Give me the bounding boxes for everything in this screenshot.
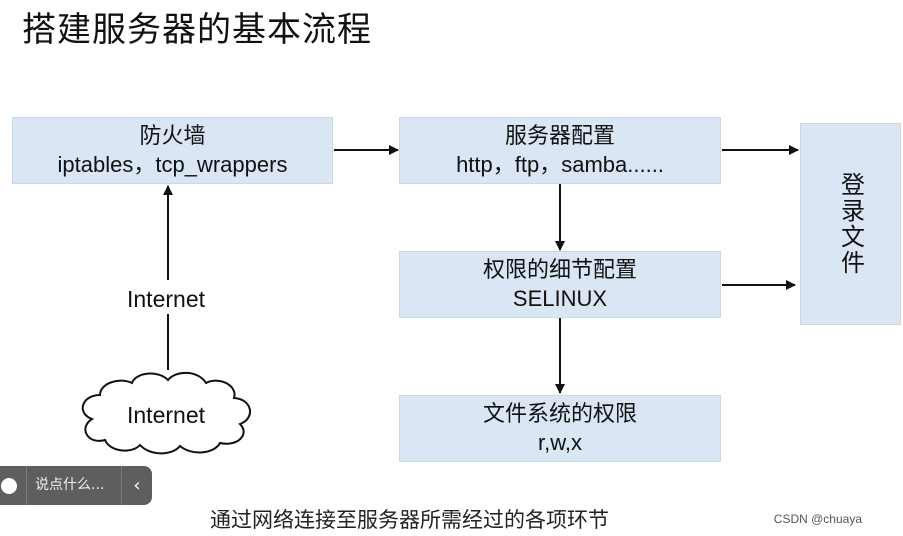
- permission-title: 权限的细节配置: [482, 257, 637, 283]
- server-config-box: 服务器配置 http，ftp，samba......: [399, 117, 721, 184]
- server-config-title: 服务器配置: [504, 123, 615, 149]
- internet-label: Internet: [127, 285, 205, 313]
- comment-input[interactable]: 说点什么...: [26, 466, 121, 505]
- fs-permission-title: 文件系统的权限: [482, 401, 637, 427]
- page-title: 搭建服务器的基本流程: [22, 10, 372, 50]
- firewall-title: 防火墙: [139, 123, 206, 149]
- permission-box: 权限的细节配置 SELINUX: [399, 251, 721, 318]
- caption: 通过网络连接至服务器所需经过的各项环节: [210, 508, 609, 532]
- fs-permission-box: 文件系统的权限 r,w,x: [399, 395, 721, 462]
- login-file-box: 登录文件: [800, 123, 901, 325]
- permission-selinux: SELINUX: [512, 285, 608, 311]
- firewall-tools: iptables，tcp_wrappers: [57, 151, 288, 177]
- login-file-label: 登录文件: [836, 172, 865, 276]
- chevron-left-icon[interactable]: ‹: [121, 466, 152, 505]
- chat-icon[interactable]: [0, 466, 26, 505]
- watermark: CSDN @chuaya: [773, 512, 862, 526]
- internet-cloud-shape: [81, 371, 251, 455]
- comment-toolbar: 说点什么... ‹: [0, 466, 152, 505]
- fs-permission-modes: r,w,x: [537, 429, 582, 455]
- cloud-label: Internet: [127, 402, 205, 428]
- firewall-box: 防火墙 iptables，tcp_wrappers: [12, 117, 333, 184]
- server-config-services: http，ftp，samba......: [456, 151, 664, 177]
